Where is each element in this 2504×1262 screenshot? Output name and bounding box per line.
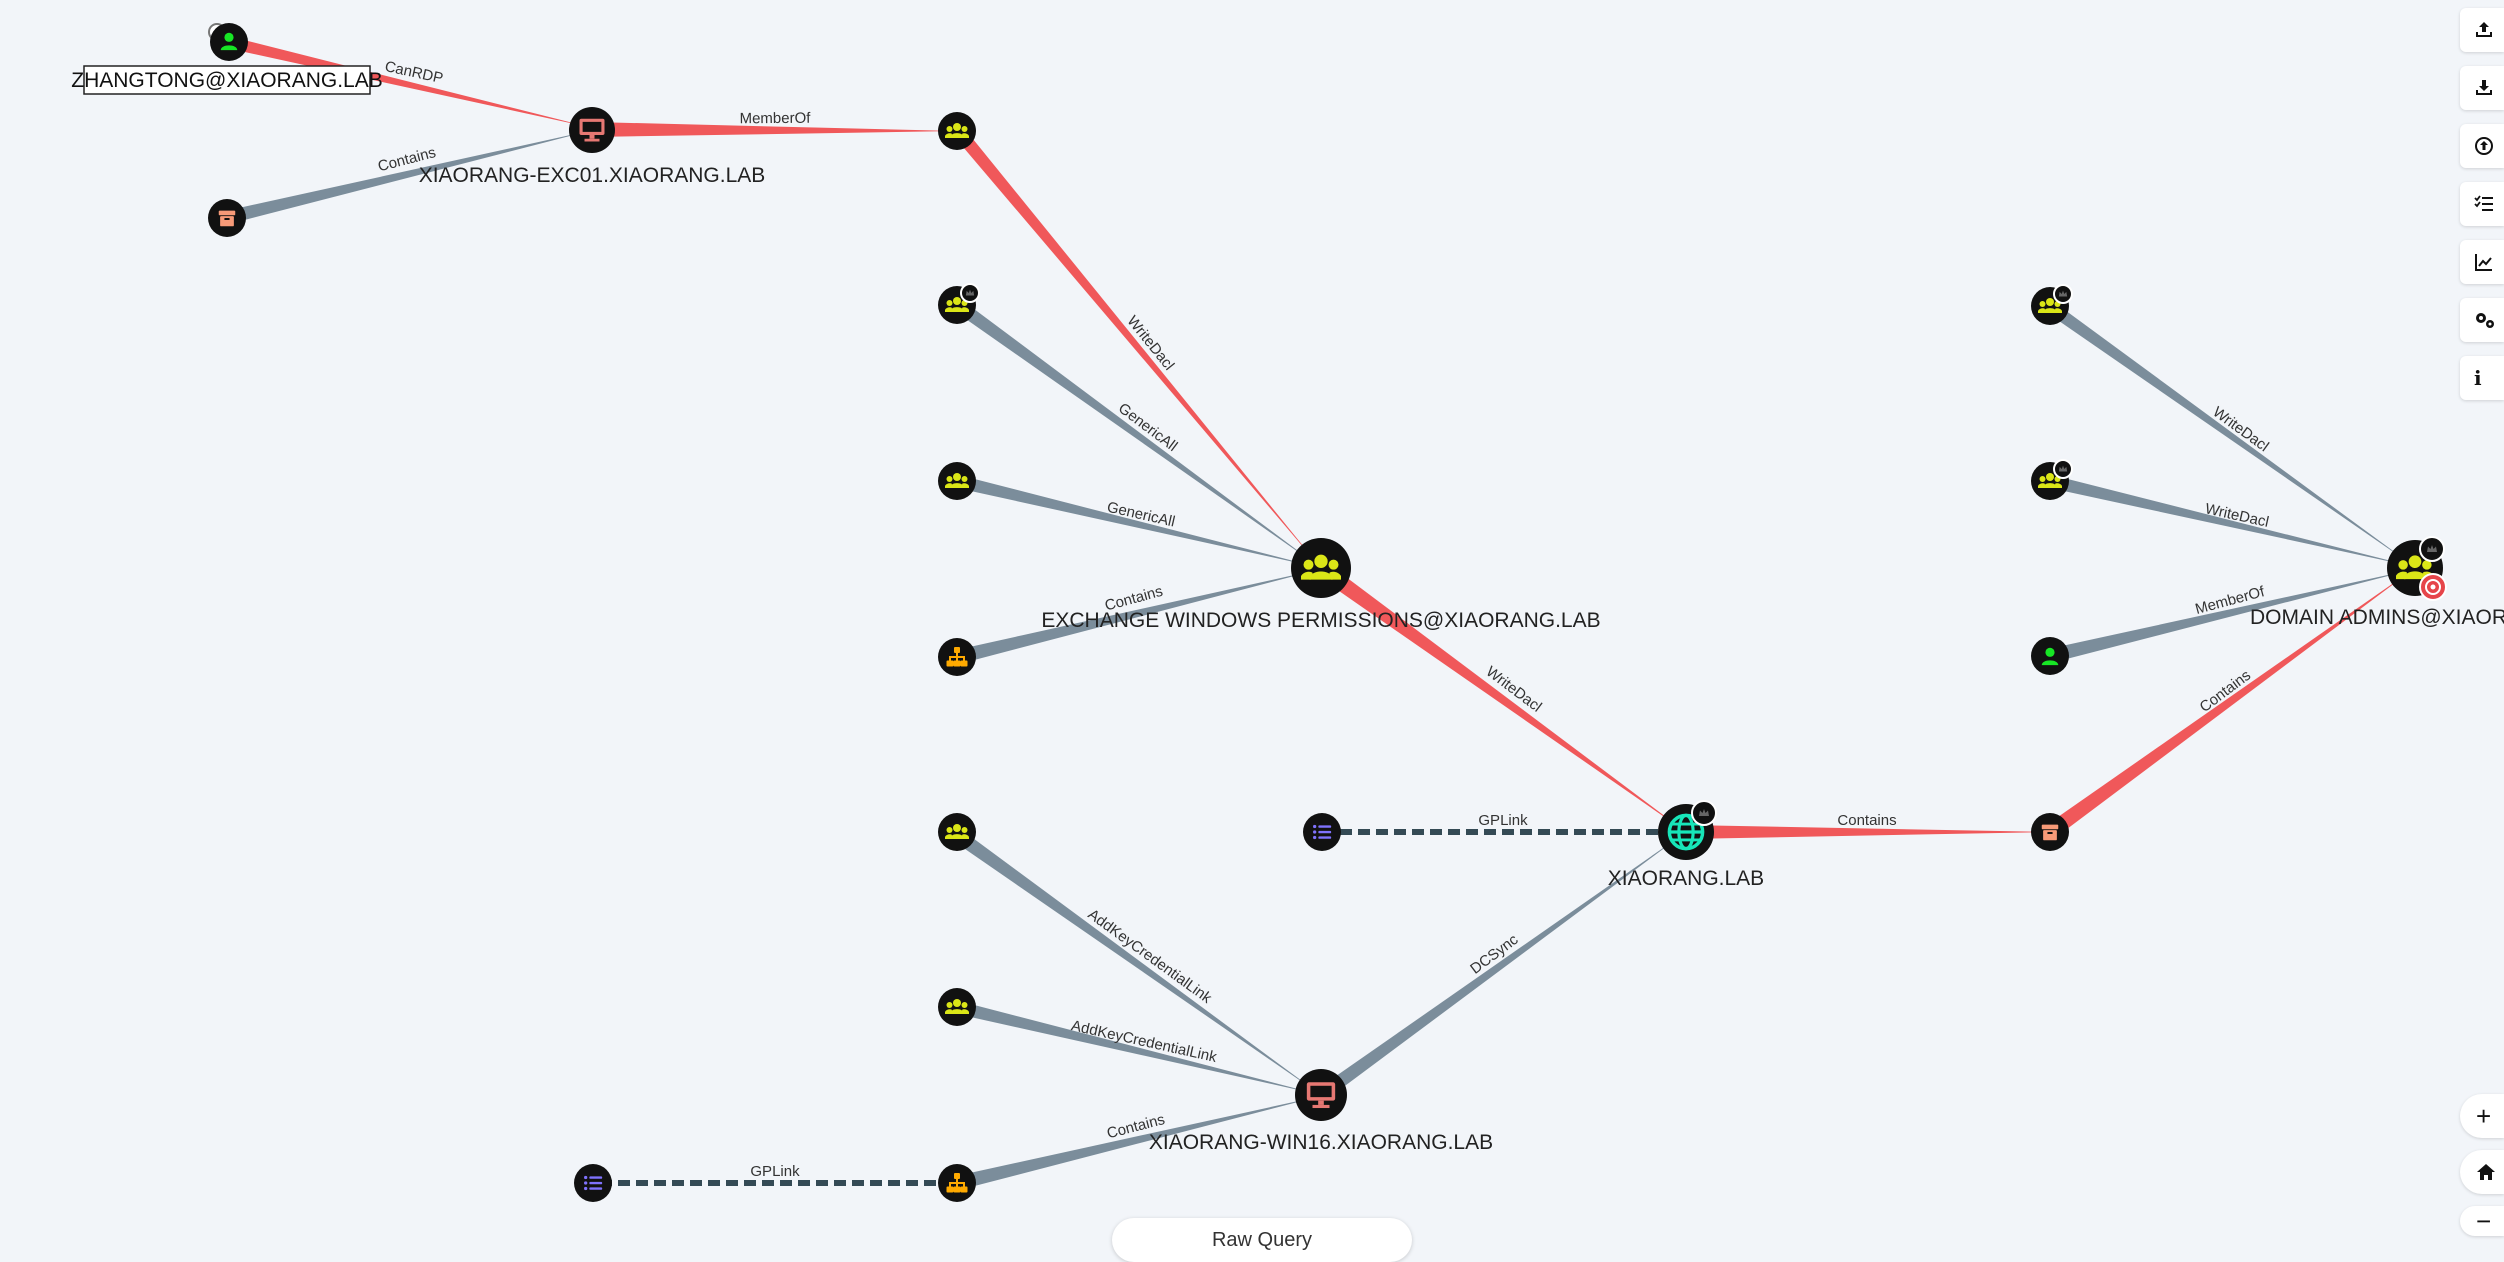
edge-writedacl-da-1[interactable]: WriteDacl <box>2046 302 2415 567</box>
container-icon <box>2041 824 2059 841</box>
info-icon: i <box>2474 366 2482 390</box>
edge-gplink-ou[interactable]: GPLink <box>600 1163 946 1186</box>
node-container-2[interactable] <box>2031 813 2069 851</box>
edge-label-addkey-1: AddKeyCredentialLink <box>1085 906 1215 1007</box>
node-label-domain: XIAORANG.LAB <box>1608 867 1764 890</box>
node-computer-win16[interactable]: XIAORANG-WIN16.XIAORANG.LAB <box>1149 1069 1493 1154</box>
edge-writedacl-ewp-domain[interactable]: WriteDacl <box>1316 562 1686 832</box>
upload-button[interactable] <box>2460 8 2504 52</box>
chart-line-icon <box>2475 254 2492 271</box>
edge-label-gplink-domain: GPLink <box>1478 812 1528 829</box>
edge-addkeycredentiallink-1[interactable]: AddKeyCredentialLink <box>952 830 1321 1095</box>
gpo-icon <box>584 1175 603 1191</box>
node-user-zhangtong[interactable]: ZHANGTONG@XIAORANG.LAB <box>71 23 383 95</box>
edge-gplink-domain[interactable]: GPLink <box>1322 812 1680 835</box>
node-group-1[interactable] <box>938 112 976 150</box>
edge-label-contains-domain: Contains <box>1837 812 1896 829</box>
node-user-2[interactable] <box>2031 637 2069 675</box>
container-icon <box>218 210 236 227</box>
minus-icon: − <box>2476 1206 2492 1236</box>
node-label-win16: XIAORANG-WIN16.XIAORANG.LAB <box>1149 1131 1493 1154</box>
node-ou-2[interactable] <box>938 1164 976 1202</box>
zoom-controls: + − <box>2460 1094 2504 1236</box>
node-ou-1[interactable] <box>938 638 976 676</box>
settings-button[interactable] <box>2460 298 2504 342</box>
node-computer-exc01[interactable]: XIAORANG-EXC01.XIAORANG.LAB <box>419 107 766 187</box>
node-group-4[interactable] <box>2031 284 2073 325</box>
edge-genericall-2[interactable]: GenericAll <box>955 474 1321 568</box>
node-container-1[interactable] <box>208 199 246 237</box>
node-label-box <box>83 65 371 95</box>
circle-arrow-up-icon <box>2475 137 2493 155</box>
gears-icon <box>2476 313 2494 328</box>
checklist-icon <box>2474 195 2493 211</box>
node-label-exc01: XIAORANG-EXC01.XIAORANG.LAB <box>419 164 766 187</box>
node-group-6[interactable] <box>938 813 976 851</box>
gpo-icon <box>1313 824 1332 840</box>
node-group-2[interactable] <box>938 283 980 324</box>
database-info-button[interactable] <box>2460 240 2504 284</box>
node-group-7[interactable] <box>938 988 976 1026</box>
import-button[interactable] <box>2460 124 2504 168</box>
node-label-ewp: EXCHANGE WINDOWS PERMISSIONS@XIAORANG.LA… <box>1041 609 1600 632</box>
node-group-ewp[interactable]: EXCHANGE WINDOWS PERMISSIONS@XIAORANG.LA… <box>1041 538 1601 632</box>
edge-label-gplink-ou: GPLink <box>750 1163 800 1180</box>
node-gpo-1[interactable] <box>1303 813 1341 851</box>
task-list-button[interactable] <box>2460 182 2504 226</box>
edge-addkeycredentiallink-2[interactable]: AddKeyCredentialLink <box>955 1000 1321 1095</box>
upload-icon <box>2476 22 2492 37</box>
download-button[interactable] <box>2460 66 2504 110</box>
raw-query-label: Raw Query <box>1211 1229 1313 1251</box>
zoom-in-button[interactable]: + <box>2460 1094 2504 1138</box>
node-label-domain-admins: DOMAIN ADMINS@XIAORA <box>2250 606 2504 629</box>
edge-writedacl-da-2[interactable]: WriteDacl <box>2048 474 2415 567</box>
node-group-domain-admins[interactable]: DOMAIN ADMINS@XIAORA <box>2250 536 2504 629</box>
node-group-3[interactable] <box>938 462 976 500</box>
edge-memberof-exc01[interactable]: MemberOf <box>592 110 957 137</box>
zoom-out-button[interactable]: − <box>2460 1206 2504 1236</box>
download-icon <box>2476 80 2492 95</box>
graph-canvas[interactable]: CanRDP Contains MemberOf WriteDacl Gener… <box>0 0 2504 1236</box>
node-group-5[interactable] <box>2031 459 2073 500</box>
home-button[interactable] <box>2460 1150 2504 1194</box>
node-domain-xiaorang[interactable]: XIAORANG.LAB <box>1608 800 1764 890</box>
node-label-zhangtong: ZHANGTONG@XIAORANG.LAB <box>71 69 382 92</box>
edge-label-memberof-exc01: MemberOf <box>739 110 811 128</box>
right-toolbar: i <box>2460 8 2504 400</box>
nodes: ZHANGTONG@XIAORANG.LAB XIAORANG-EXC01.XI… <box>71 23 2504 1202</box>
raw-query-button[interactable]: Raw Query <box>1112 1218 1412 1262</box>
node-gpo-2[interactable] <box>574 1164 612 1202</box>
edge-contains-domain-container[interactable]: Contains <box>1686 812 2050 839</box>
plus-icon: + <box>2476 1101 2492 1131</box>
edge-genericall-1[interactable]: GenericAll <box>953 300 1321 568</box>
about-button[interactable]: i <box>2460 356 2504 400</box>
home-icon <box>2477 1164 2495 1180</box>
